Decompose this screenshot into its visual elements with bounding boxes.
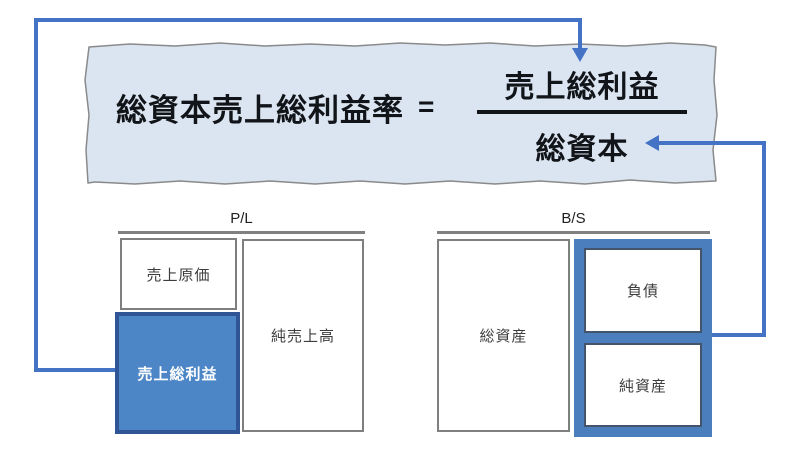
box-net-assets: 純資産 — [584, 343, 702, 427]
box-net-sales-label: 純売上高 — [270, 328, 335, 345]
box-net-assets-label: 純資産 — [618, 377, 667, 395]
box-liabilities: 負債 — [584, 248, 702, 333]
box-gross-profit-label: 売上総利益 — [137, 365, 218, 383]
box-cost-of-sales-label: 売上原価 — [146, 266, 211, 284]
equals-sign: = — [418, 91, 436, 122]
box-total-assets: 総資産 — [437, 239, 570, 432]
bs-underline — [437, 231, 710, 234]
formula-title: 総資本売上総利益率 = — [116, 86, 476, 128]
formula-numerator: 売上総利益 — [504, 71, 660, 104]
box-total-assets-label: 総資産 — [479, 328, 528, 345]
bs-highlight-frame: 負債 純資産 — [574, 239, 712, 437]
arrow-gross-profit-line — [34, 18, 582, 372]
box-liabilities-label: 負債 — [626, 283, 659, 300]
torn-paper-banner — [84, 42, 718, 185]
formula-denominator: 総資本 — [535, 133, 629, 166]
bs-section-label: B/S — [561, 210, 586, 227]
formula-title-text: 総資本売上総利益率 — [116, 92, 404, 128]
arrow-total-capital-head — [645, 135, 659, 151]
arrow-gross-profit-head — [572, 48, 588, 62]
box-cost-of-sales: 売上原価 — [120, 238, 237, 310]
arrow-total-capital-line — [658, 141, 766, 337]
pl-section-label: P/L — [230, 210, 253, 227]
pl-underline — [118, 231, 365, 234]
box-gross-profit-highlight: 売上総利益 — [115, 312, 240, 434]
box-net-sales: 純売上高 — [242, 239, 364, 432]
